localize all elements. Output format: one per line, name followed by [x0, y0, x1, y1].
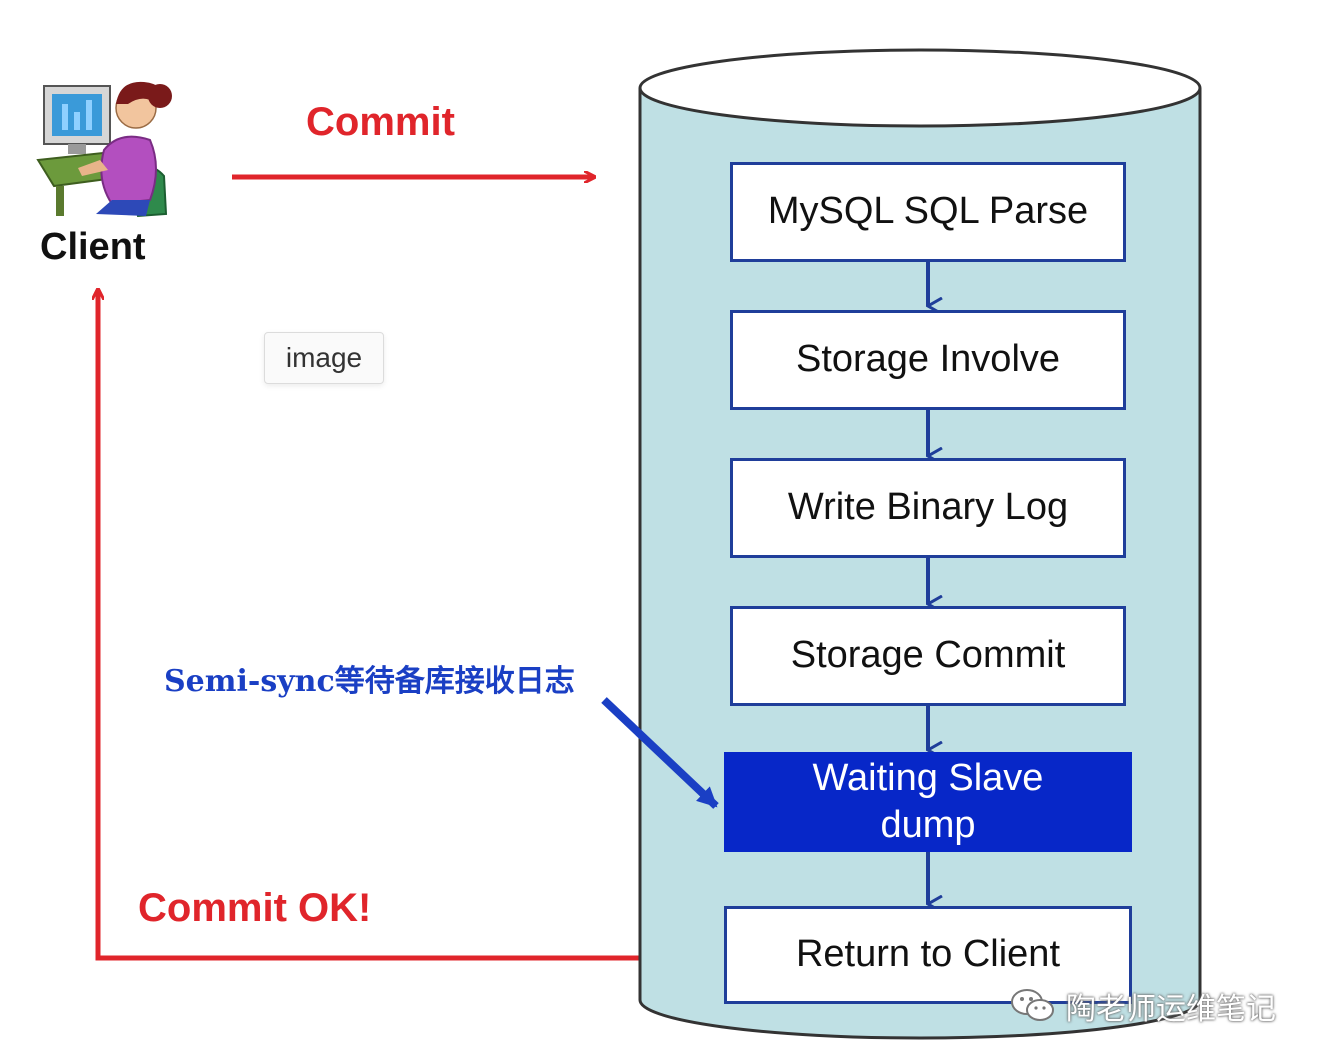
client-label: Client	[40, 226, 146, 268]
commit-ok-arrow	[98, 290, 642, 961]
step-write-binary-log: Write Binary Log	[730, 458, 1126, 558]
commit-label: Commit	[306, 100, 455, 144]
wechat-icon	[1011, 989, 1054, 1021]
semisync-pointer-arrow	[601, 697, 719, 809]
step-storage-involve: Storage Involve	[730, 310, 1126, 410]
client-person-icon	[36, 81, 172, 218]
watermark-text: 陶老师运维笔记	[1066, 992, 1276, 1027]
step-return-to-client: Return to Client	[724, 906, 1132, 1004]
commit-ok-label: Commit OK!	[138, 886, 372, 930]
image-placeholder-badge[interactable]: image	[264, 332, 384, 384]
semisync-label: Semi-sync等待备库接收日志	[164, 664, 575, 699]
step-sql-parse: MySQL SQL Parse	[730, 162, 1126, 262]
step-storage-commit: Storage Commit	[730, 606, 1126, 706]
watermark: 陶老师运维笔记	[1010, 984, 1276, 1028]
step-waiting-slave-dump: Waiting Slave dump	[724, 752, 1132, 852]
